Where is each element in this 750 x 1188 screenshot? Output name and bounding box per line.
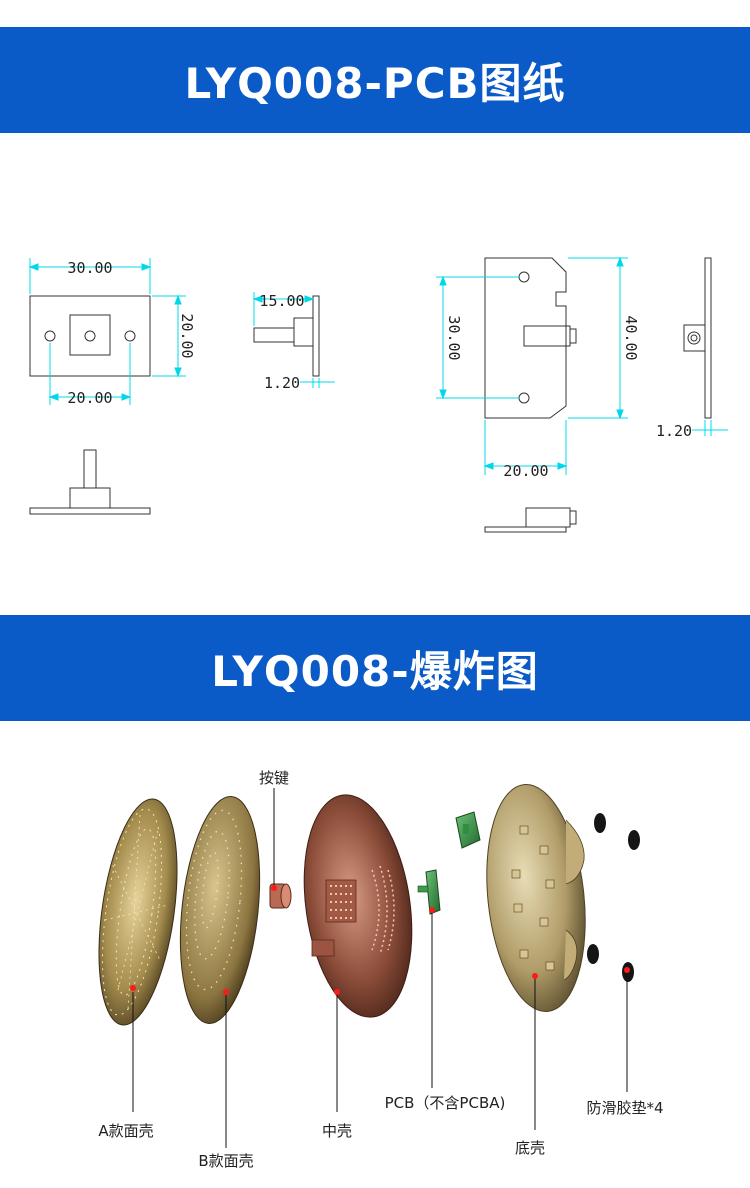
exploded-view-banner: LYQ008-爆炸图 xyxy=(0,615,750,721)
shell-a-illustration xyxy=(98,798,178,1026)
left-part-side-view xyxy=(253,295,320,377)
left-part-front-view xyxy=(29,295,151,377)
pcb-drawing-title: LYQ008-PCB图纸 xyxy=(184,58,566,108)
right-height-label: 40.00 xyxy=(622,315,640,360)
exploded-view-title: LYQ008-爆炸图 xyxy=(211,646,539,696)
pcb-drawing-banner: LYQ008-PCB图纸 xyxy=(0,27,750,133)
callout-dots xyxy=(130,885,630,995)
right-hole-label: 30.00 xyxy=(445,315,463,360)
left-height-dimension xyxy=(152,294,186,378)
right-part-front-view xyxy=(484,257,577,419)
left-width-label: 30.00 xyxy=(67,259,112,277)
right-thickness-label: 1.20 xyxy=(656,422,692,440)
right-part-side-view xyxy=(683,257,712,419)
right-hole-dimension xyxy=(436,275,519,400)
side-thickness-dimension xyxy=(300,378,335,388)
left-hole-label: 20.00 xyxy=(67,389,112,407)
right-width-dimension xyxy=(483,420,568,475)
side-length-label: 15.00 xyxy=(259,292,304,310)
pcb-upper-illustration xyxy=(455,811,481,849)
right-width-label: 20.00 xyxy=(503,462,548,480)
right-height-dimension xyxy=(568,256,628,420)
pcb-lower-illustration xyxy=(417,869,441,915)
callout-lines xyxy=(132,788,628,1148)
right-part-bottom-view xyxy=(484,507,577,533)
anti-slip-pads-label: 防滑胶垫*4 xyxy=(586,1099,663,1117)
left-height-label: 20.00 xyxy=(178,313,196,358)
left-part-bottom-view xyxy=(29,449,151,515)
shell-b-illustration xyxy=(179,796,261,1024)
pcb-label: PCB（不含PCBA) xyxy=(385,1094,506,1112)
right-thickness-dimension xyxy=(692,420,728,436)
side-length-dimension xyxy=(252,292,315,326)
left-width-dimension xyxy=(28,258,152,294)
anti-slip-pads-illustration xyxy=(587,813,640,982)
middle-shell-illustration xyxy=(303,794,413,1018)
bottom-shell-illustration xyxy=(486,784,586,1012)
button-label: 按键 xyxy=(259,769,289,787)
shell-b-label: B款面壳 xyxy=(198,1152,253,1170)
shell-a-label: A款面壳 xyxy=(98,1122,153,1140)
bottom-shell-label: 底壳 xyxy=(515,1139,545,1157)
left-hole-dimension xyxy=(48,343,132,405)
side-thickness-label: 1.20 xyxy=(264,374,300,392)
middle-shell-label: 中壳 xyxy=(322,1122,352,1140)
